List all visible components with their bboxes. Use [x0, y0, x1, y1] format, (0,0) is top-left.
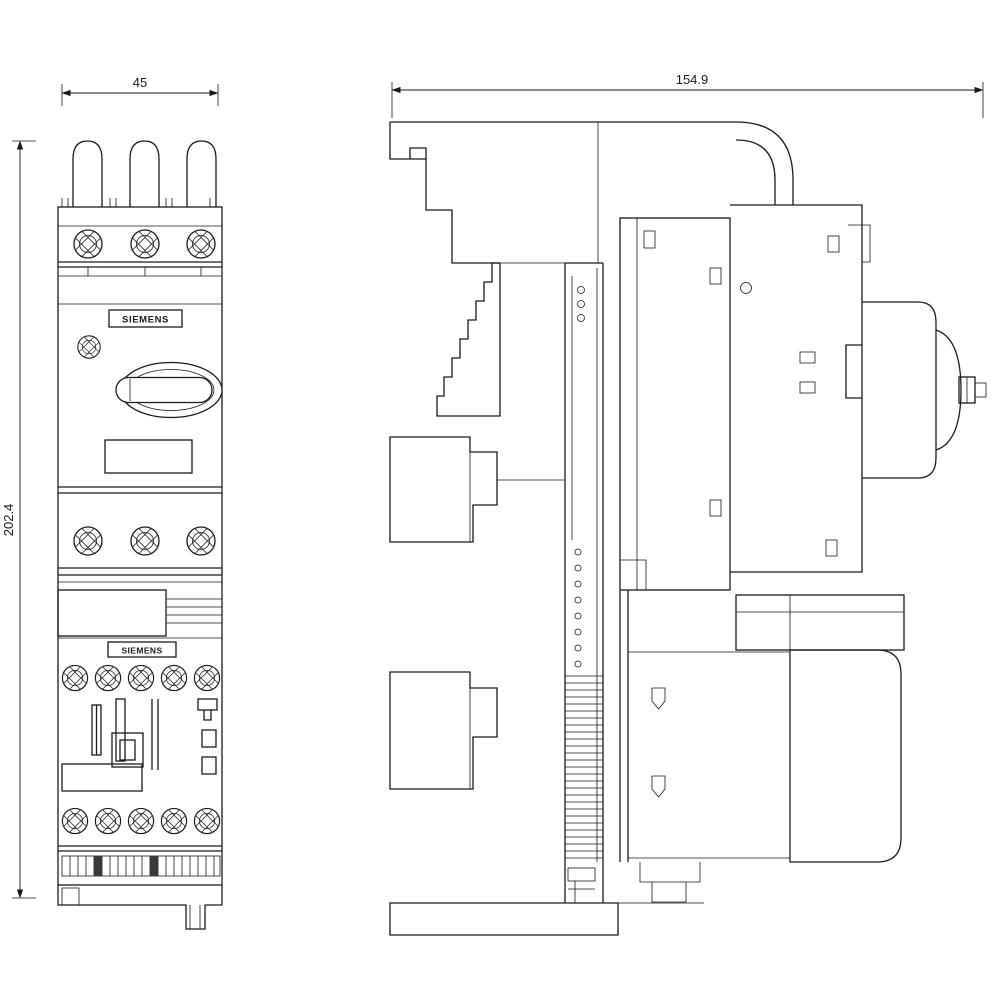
bottom-terminal-strip: [58, 845, 222, 877]
terminal-screw: [186, 229, 216, 259]
terminal-screw: [130, 526, 160, 556]
front-body-outline: [57, 206, 223, 886]
terminal-screw: [130, 229, 160, 259]
terminal-screw: [193, 664, 221, 692]
terminal-screw: [186, 526, 216, 556]
rotary-drive-nose: [862, 301, 987, 479]
terminal-screw: [61, 664, 89, 692]
fixing-screw: [77, 335, 101, 359]
dimension-front-height: 202.4: [1, 140, 36, 899]
terminal-screw: [94, 664, 122, 692]
terminal-screw: [94, 807, 122, 835]
mounting-clip: [651, 687, 666, 710]
top-plate-and-elbow: [390, 121, 794, 263]
bottom-feet: [57, 885, 223, 930]
side-view: [389, 121, 987, 936]
contactor-front-details: [61, 698, 218, 792]
terminal-screw: [127, 807, 155, 835]
brand-text-top: SIEMENS: [122, 315, 169, 326]
rating-label-window: [104, 439, 193, 474]
brand-text-bottom: SIEMENS: [121, 646, 162, 656]
breaker-body-side: [619, 204, 871, 591]
link-module-section: [57, 589, 222, 639]
terminal-screw: [61, 807, 89, 835]
left-mounting-bracket-top: [389, 122, 565, 417]
front-view: SIEMENS SIEMENS: [57, 140, 223, 930]
terminal-screw: [73, 229, 103, 259]
mid-divider: [58, 486, 222, 494]
contactor-body-side: [618, 590, 905, 904]
terminal-screw: [160, 664, 188, 692]
dimension-front-width: 45: [61, 75, 219, 106]
terminal-screw: [193, 807, 221, 835]
din-rail-column: [564, 262, 604, 903]
side-depth-label: 154.9: [676, 72, 709, 87]
upper-terminal-section: [58, 225, 222, 305]
terminal-screw: [160, 807, 188, 835]
terminal-screw: [127, 664, 155, 692]
cooling-fins: [565, 675, 603, 859]
contactor-screw-row-upper: [61, 664, 221, 692]
brand-plate-top: SIEMENS: [108, 309, 183, 328]
left-mounting-bracket-middle: [389, 436, 565, 543]
brand-plate-bottom: SIEMENS: [107, 641, 177, 658]
contactor-screw-row-lower: [61, 807, 221, 835]
front-width-label: 45: [133, 75, 147, 90]
cable-clamps: [61, 140, 217, 207]
lower-terminal-section: [58, 526, 222, 583]
front-height-label: 202.4: [1, 504, 16, 537]
din-clip-bottom: [618, 862, 704, 904]
terminal-screw: [73, 526, 103, 556]
mounting-clip: [651, 775, 666, 798]
dimension-side-depth: 154.9: [391, 72, 984, 118]
rotary-handle: [115, 361, 223, 419]
base-rail: [389, 902, 619, 936]
left-mounting-bracket-lower: [389, 671, 498, 790]
